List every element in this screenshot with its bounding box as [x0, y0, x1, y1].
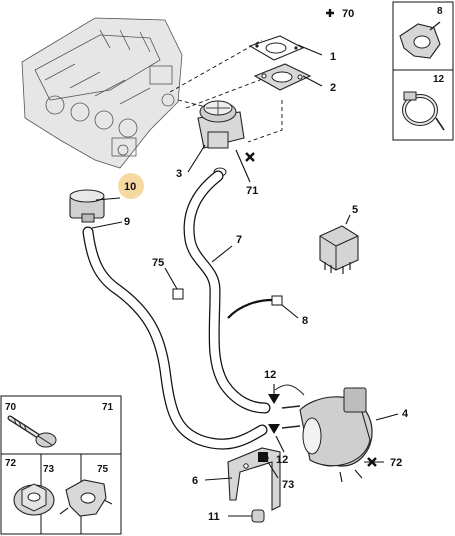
callout-label: 12: [264, 369, 276, 381]
hose-part-9: [82, 226, 268, 450]
box-marker: [172, 288, 184, 300]
guide-line: [247, 100, 283, 143]
guide-line: [185, 77, 266, 109]
vacuum-pipe-part-8: [227, 295, 283, 319]
callout-label: 6: [192, 475, 198, 487]
callout-label: 12: [276, 454, 288, 466]
cross-marker: [326, 9, 334, 17]
engine-cylinder-head: [21, 17, 183, 169]
grommet-part-11: [251, 509, 265, 523]
legend-label: 73: [43, 464, 55, 475]
legend-label: 71: [102, 402, 114, 413]
hose-part-7: [183, 170, 271, 414]
callout-label: 7: [236, 234, 242, 246]
legend-label: 70: [5, 402, 17, 413]
flange-plate-part-2: [253, 63, 312, 91]
callout-highlight: [118, 173, 144, 199]
bracket-part-6: [227, 447, 281, 511]
arrow-marker: [268, 394, 280, 404]
legend-label: 8: [437, 6, 443, 17]
hose-clamp-icon: [402, 91, 445, 131]
hose-clip-icon: [399, 21, 441, 59]
legend-label: 75: [97, 464, 109, 475]
callout-label: 71: [246, 185, 258, 197]
air-pump-part-4: [274, 384, 373, 483]
callout-label: 3: [176, 168, 182, 180]
callout-label: 10: [124, 181, 136, 193]
callout-label: 2: [330, 82, 336, 94]
legend-label: 72: [5, 458, 17, 469]
relay-part-5: [319, 225, 359, 274]
callout-label: 9: [124, 216, 130, 228]
callout-label: 4: [402, 408, 409, 420]
cross-marker: [245, 152, 255, 162]
valve-part-3: [197, 100, 245, 177]
arrow-marker: [268, 424, 280, 434]
cross-marker: [367, 457, 377, 467]
square-marker: [258, 452, 268, 462]
callout-label: 70: [342, 8, 354, 20]
bolt-icon: [7, 415, 57, 448]
legend-bottom-left: 70 71 72 73 75: [0, 395, 122, 535]
guide-line: [169, 39, 263, 93]
callout-label: 8: [302, 315, 308, 327]
flange-nut-icon: [13, 483, 55, 516]
guide-line: [177, 99, 211, 109]
callout-label: 5: [352, 204, 358, 216]
leader-lines: [91, 44, 399, 517]
gasket-part-1: [248, 35, 305, 61]
cap-part-10: [69, 189, 105, 223]
callout-label: 1: [330, 51, 336, 63]
legend-label: 12: [433, 74, 445, 85]
callout-label: 11: [208, 511, 220, 523]
callout-label: 72: [390, 457, 402, 469]
callout-label: 75: [152, 257, 164, 269]
clip-icon: [59, 479, 113, 517]
legend-top-right: 8 12: [392, 1, 454, 141]
callout-label: 73: [282, 479, 294, 491]
